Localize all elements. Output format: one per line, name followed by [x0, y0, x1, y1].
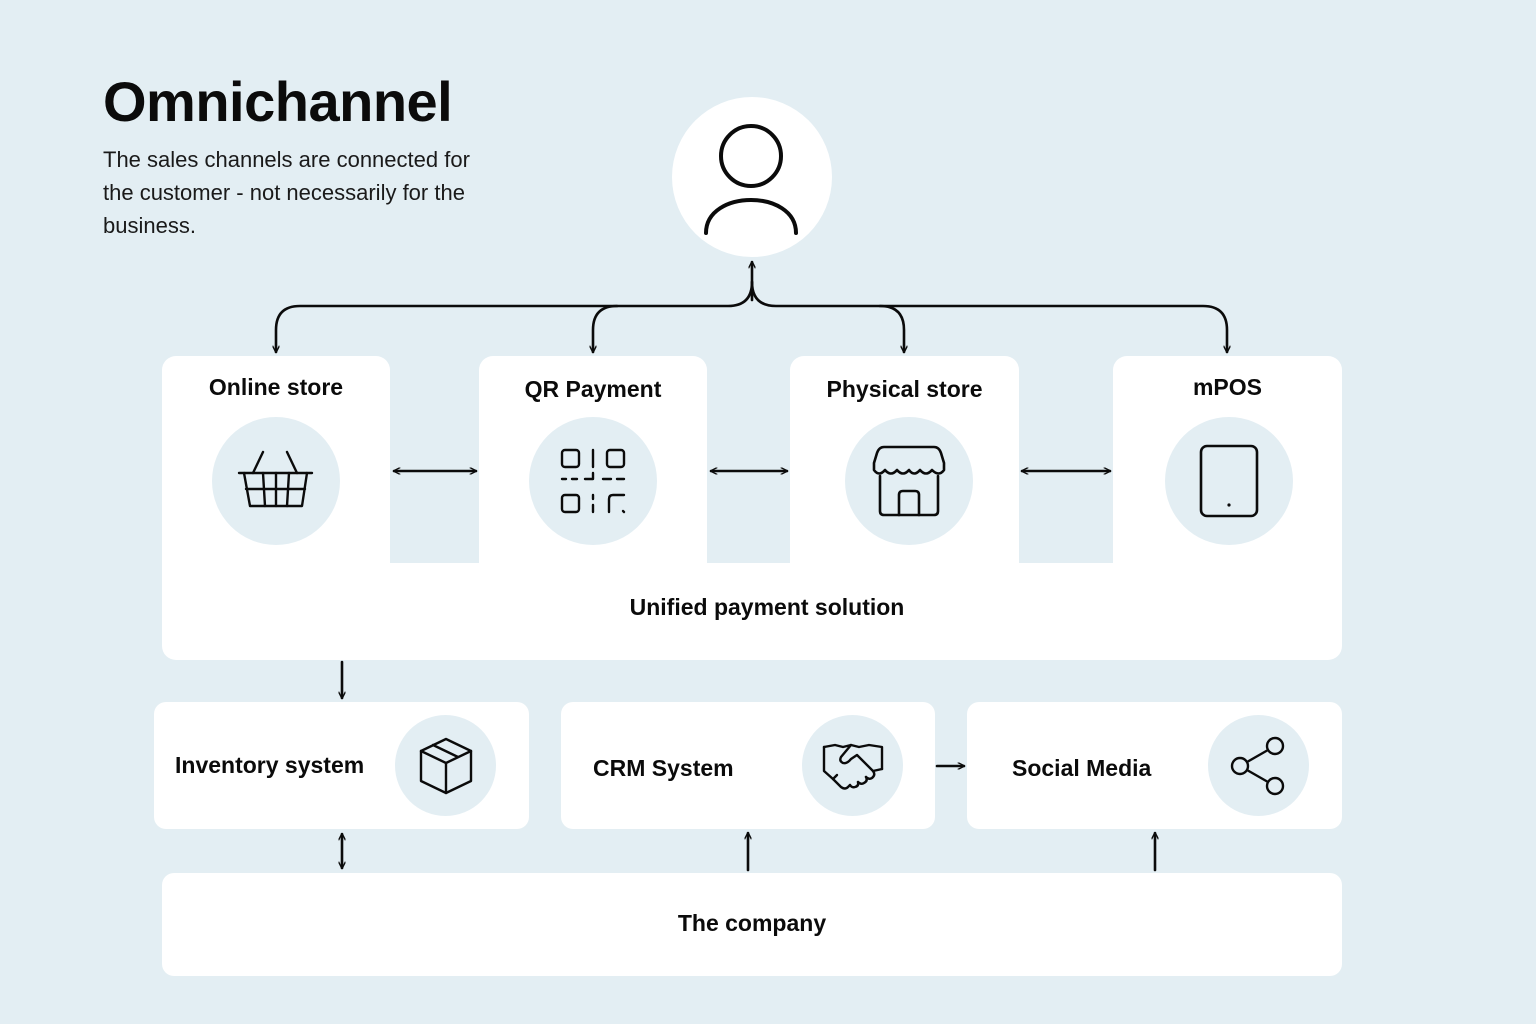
connector-branch-right	[750, 280, 1227, 354]
tablet-icon	[1199, 444, 1259, 518]
system-icon-inventory	[395, 715, 496, 816]
channel-label-physical-store: Physical store	[826, 376, 983, 402]
channel-label-online-store: Online store	[208, 374, 344, 400]
system-label-inventory: Inventory system	[175, 752, 365, 778]
customer-node	[672, 97, 832, 257]
handshake-icon	[822, 743, 883, 790]
channel-icon-qr-payment	[529, 417, 657, 545]
connector-branch-left	[276, 280, 754, 354]
package-box-icon	[419, 737, 472, 794]
channel-label-qr-payment: QR Payment	[524, 376, 662, 402]
channel-icon-mpos	[1165, 417, 1293, 545]
connector-branch-qr	[593, 304, 619, 354]
shopping-basket-icon	[237, 450, 314, 508]
company-card	[162, 873, 1342, 976]
channel-icon-online-store	[212, 417, 340, 545]
system-icon-social-media	[1208, 715, 1309, 816]
channel-icon-physical-store	[845, 417, 973, 545]
system-label-crm: CRM System	[593, 755, 734, 781]
storefront-icon	[872, 445, 946, 517]
qr-code-icon	[560, 448, 626, 514]
payment-solution-label: Unified payment solution	[629, 594, 905, 620]
page-title: Omnichannel	[103, 70, 453, 133]
connector-branch-physical	[878, 304, 904, 354]
page-subtitle: The sales channels are connected for the…	[103, 147, 470, 238]
channel-label-mpos: mPOS	[1192, 374, 1263, 400]
company-label: The company	[677, 910, 827, 936]
system-label-social-media: Social Media	[1012, 755, 1152, 781]
system-icon-crm	[802, 715, 903, 816]
share-icon	[1230, 736, 1284, 795]
user-icon	[704, 124, 798, 235]
